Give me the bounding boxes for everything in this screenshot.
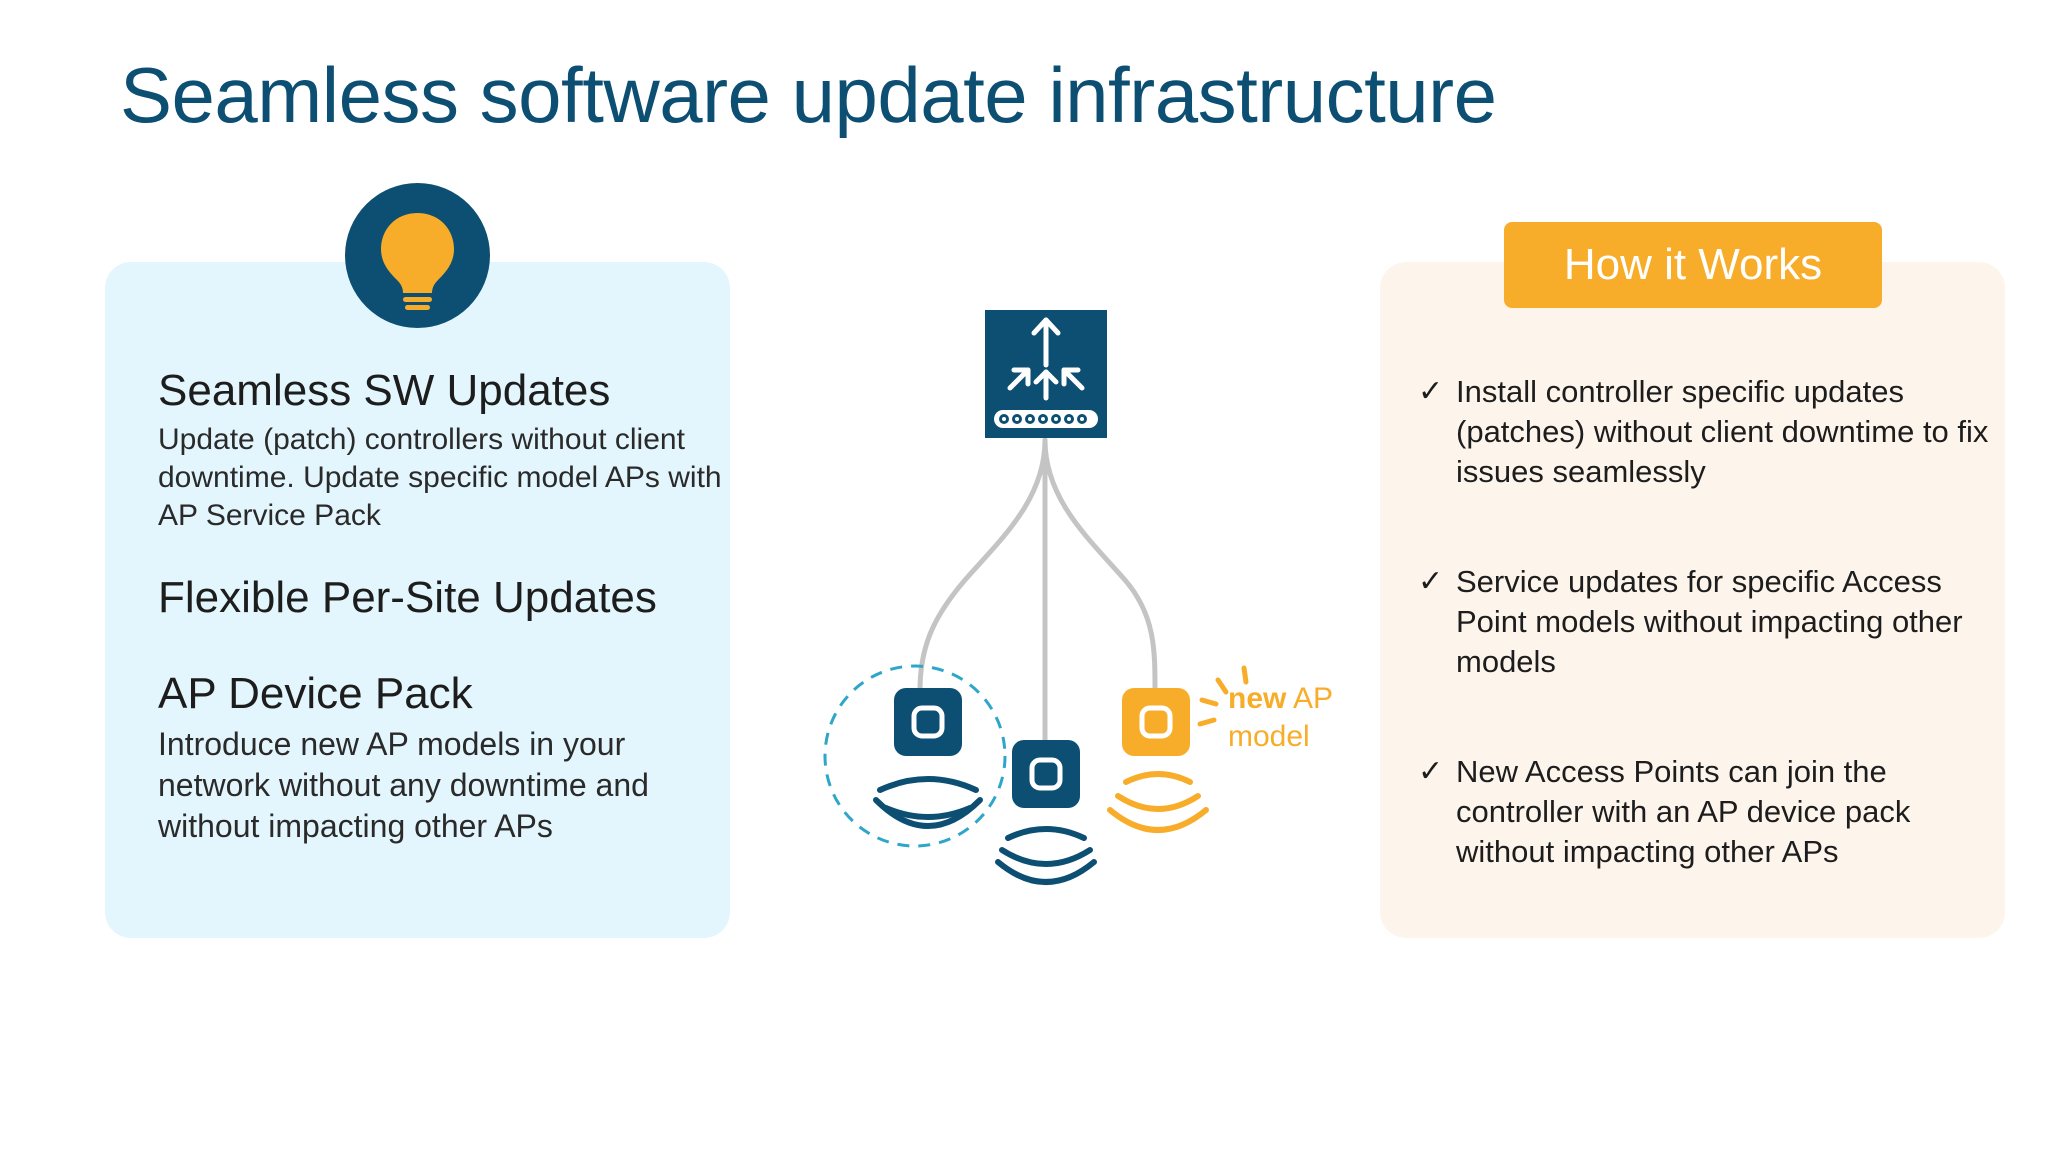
how-it-works-item-text: New Access Points can join the controlle… xyxy=(1456,754,1911,869)
how-it-works-item-text: Install controller specific updates (pat… xyxy=(1456,374,1989,489)
feature-ap-device-pack: AP Device Pack Introduce new AP models i… xyxy=(158,668,738,847)
feature-seamless-sw-updates: Seamless SW Updates Update (patch) contr… xyxy=(158,365,738,535)
new-ap-model-label: new AP model xyxy=(1228,680,1333,756)
feature-heading: Flexible Per-Site Updates xyxy=(158,573,657,622)
new-ap-label-rest: AP xyxy=(1286,682,1334,715)
controller-links xyxy=(917,437,1158,743)
features-panel xyxy=(105,262,730,938)
how-it-works-badge: How it Works xyxy=(1504,222,1882,308)
how-it-works-item-text: Service updates for specific Access Poin… xyxy=(1456,564,1963,679)
link-to-ap-left xyxy=(917,437,1048,693)
access-point-icon xyxy=(894,688,962,756)
feature-heading: Seamless SW Updates xyxy=(158,366,611,415)
how-it-works-panel xyxy=(1380,262,2005,938)
checkmark-icon: ✓ xyxy=(1418,565,1444,598)
checkmark-icon: ✓ xyxy=(1418,375,1444,408)
link-to-ap-new xyxy=(1042,437,1158,693)
wifi-signal-icon xyxy=(873,776,983,829)
checkmark-icon: ✓ xyxy=(1418,755,1444,788)
slide-title: Seamless software update infrastructure xyxy=(120,51,1497,139)
ap-update-highlight-circle xyxy=(823,664,1007,848)
wireless-controller-icon xyxy=(985,310,1107,438)
new-ap-label-line2: model xyxy=(1228,720,1310,753)
lightbulb-badge xyxy=(345,183,490,328)
access-point-icon xyxy=(1012,740,1080,808)
feature-body: Update (patch) controllers without clien… xyxy=(158,423,722,532)
lightbulb-icon xyxy=(381,213,454,310)
wifi-signal-icon xyxy=(1107,771,1209,833)
feature-heading: AP Device Pack xyxy=(158,669,473,718)
sparkle-icon xyxy=(1197,665,1249,727)
feature-body: Introduce new AP models in your network … xyxy=(158,726,649,844)
wifi-signal-icon xyxy=(995,826,1097,885)
feature-flexible-per-site-updates: Flexible Per-Site Updates xyxy=(158,572,738,624)
access-point-icon xyxy=(1122,688,1190,756)
new-ap-label-strong: new xyxy=(1228,682,1287,715)
